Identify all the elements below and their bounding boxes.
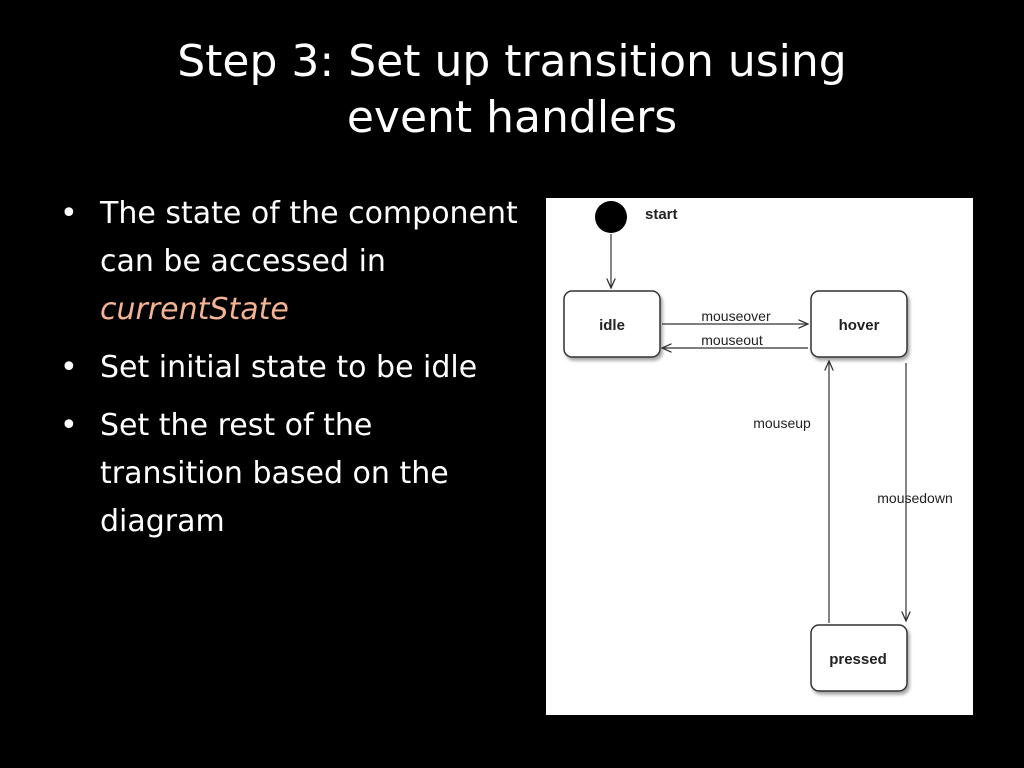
bullet-text: The state of the component can be access…	[100, 196, 518, 279]
bullet-text: Set the rest of the transition based on …	[100, 408, 449, 539]
mouseover-label: mouseover	[701, 308, 771, 324]
state-idle-label: idle	[599, 317, 625, 334]
mouseout-label: mouseout	[701, 332, 763, 348]
bullet-dot-icon: •	[60, 350, 78, 385]
mousedown-label: mousedown	[877, 490, 953, 506]
start-label: start	[645, 206, 678, 223]
bullet-dot-icon: •	[60, 196, 78, 231]
state-diagram-svg: start idle hover pressed mouseover mouse…	[563, 201, 953, 692]
state-pressed	[810, 624, 908, 692]
slide-title: Step 3: Set up transition using event ha…	[60, 34, 964, 146]
state-idle	[563, 290, 661, 358]
mouseup-label: mouseup	[753, 415, 811, 431]
state-diagram: start idle hover pressed mouseover mouse…	[546, 198, 973, 715]
bullet-item: • Set the rest of the transition based o…	[60, 402, 520, 546]
state-hover	[810, 290, 908, 358]
title-line-1: Step 3: Set up transition using	[177, 36, 847, 87]
bullet-item: • The state of the component can be acce…	[60, 190, 520, 334]
bullet-item: • Set initial state to be idle	[60, 344, 520, 392]
start-node	[595, 201, 627, 233]
bullet-dot-icon: •	[60, 408, 78, 443]
bullet-list: • The state of the component can be acce…	[60, 190, 520, 556]
bullet-text: Set initial state to be idle	[100, 350, 478, 385]
state-hover-label: hover	[839, 317, 880, 334]
highlight-term: currentState	[100, 292, 289, 327]
title-line-2: event handlers	[346, 92, 678, 143]
state-pressed-label: pressed	[829, 651, 887, 668]
